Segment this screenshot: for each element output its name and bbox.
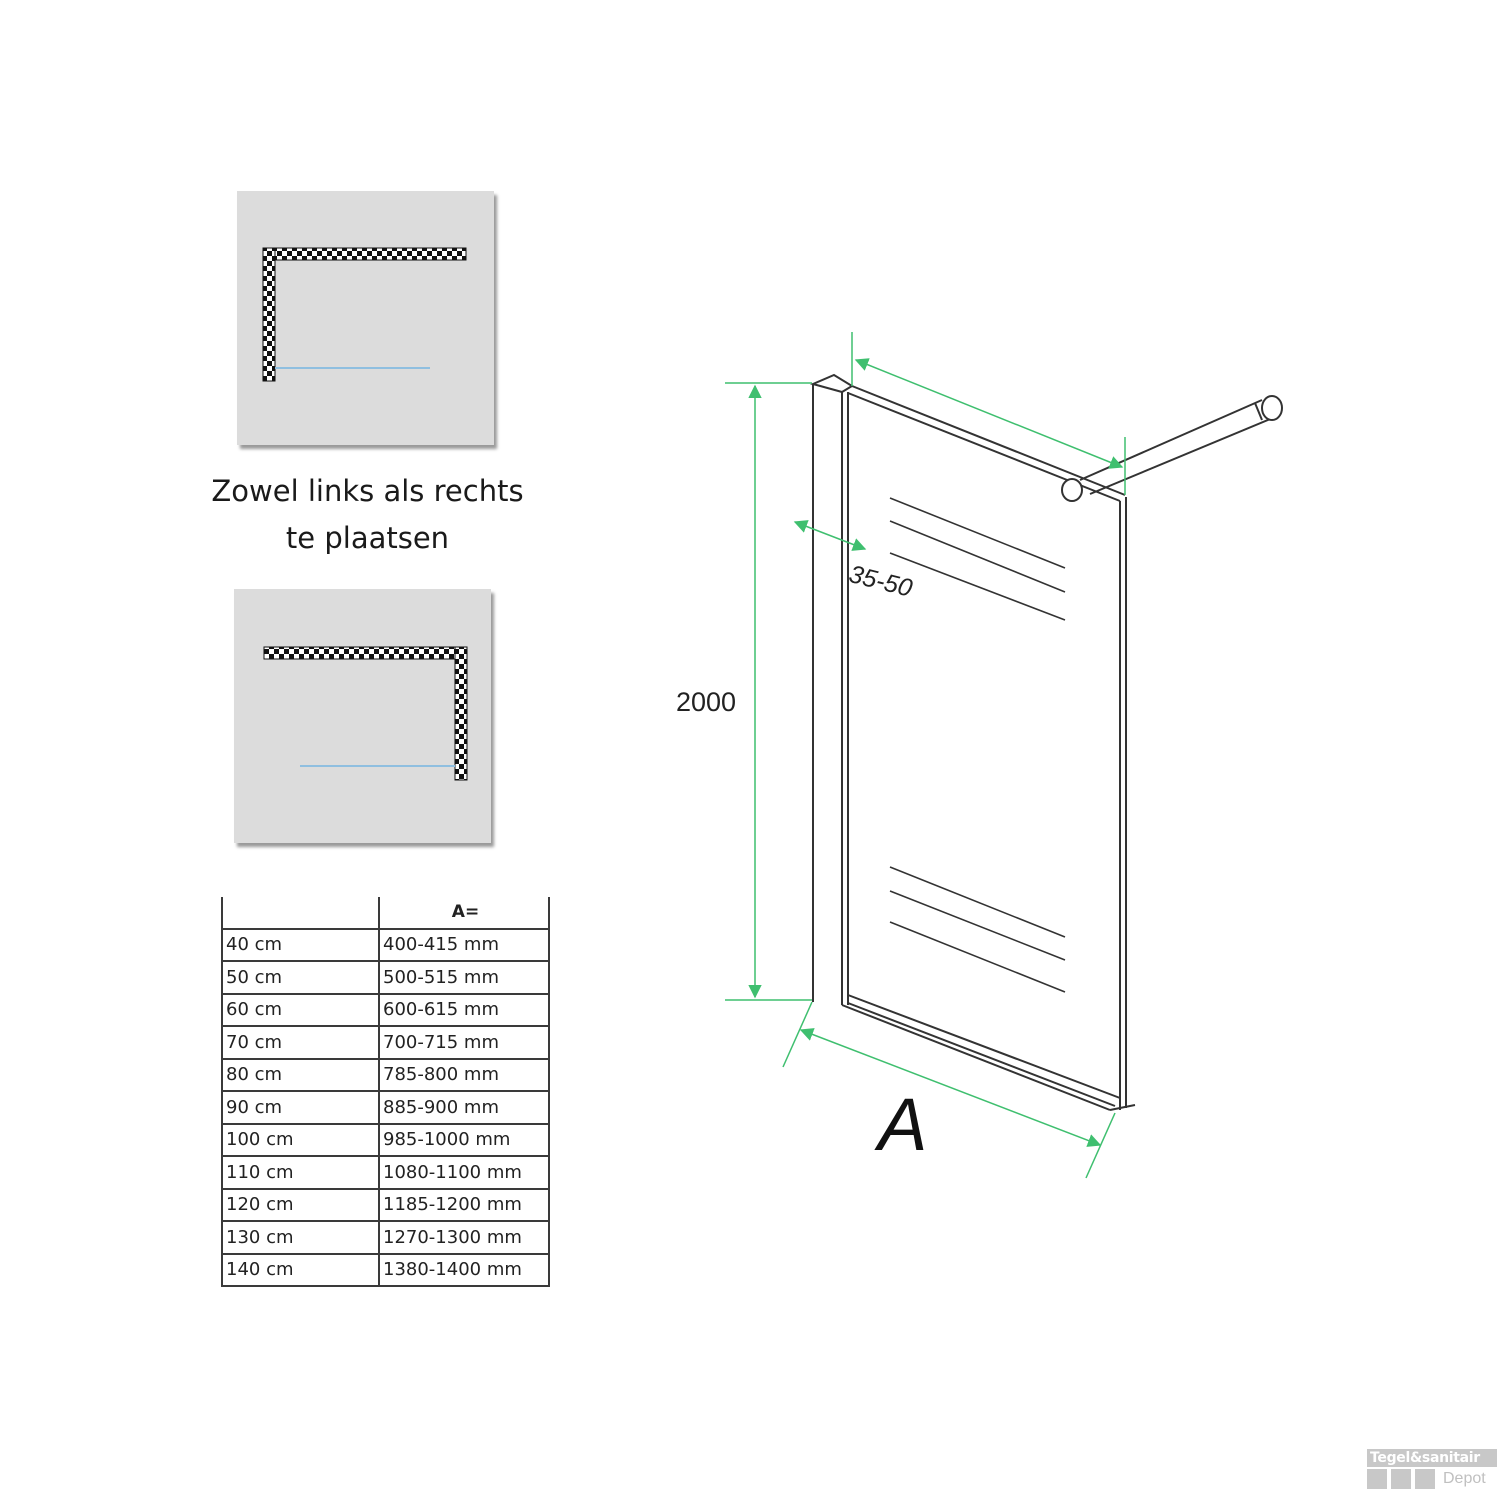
size-cell: 90 cm (221, 1090, 380, 1125)
size-cell: 70 cm (221, 1025, 380, 1060)
a-range-cell: 1270-1300 mm (378, 1220, 550, 1255)
wall-corner-right-icon (263, 646, 468, 781)
size-cell: 130 cm (221, 1220, 380, 1255)
wall-corner-left-icon (262, 247, 467, 382)
tile-icon (1391, 1469, 1411, 1489)
logo-depot-text: Depot (1443, 1470, 1486, 1487)
a-range-cell: 500-515 mm (378, 960, 550, 995)
dimension-lines (725, 332, 1126, 1179)
stabilizer-bar (1061, 395, 1283, 502)
a-range-cell: 400-415 mm (378, 927, 550, 962)
size-cell: 80 cm (221, 1057, 380, 1092)
size-cell: 140 cm (221, 1252, 380, 1287)
a-range-cell: 600-615 mm (378, 992, 550, 1027)
a-range-cell: 700-715 mm (378, 1025, 550, 1060)
size-cell: 100 cm (221, 1122, 380, 1157)
a-range-cell: 1080-1100 mm (378, 1155, 550, 1190)
wall-profile (809, 373, 854, 1005)
frosted-stripes-bottom (889, 866, 1066, 993)
size-cell: 40 cm (221, 927, 380, 962)
frosted-stripes-top (889, 497, 1066, 621)
placement-caption: Zowel links als rechts te plaatsen (170, 468, 565, 562)
a-range-cell: 885-900 mm (378, 1090, 550, 1125)
a-range-cell: 785-800 mm (378, 1057, 550, 1092)
a-range-cell: 1185-1200 mm (378, 1187, 550, 1222)
water-drop-icon (1367, 1469, 1387, 1489)
brand-logo: Tegel&sanitair Depot (1367, 1449, 1497, 1489)
size-cell: 50 cm (221, 960, 380, 995)
size-cell: 60 cm (221, 992, 380, 1027)
size-cell: 110 cm (221, 1155, 380, 1190)
plan-view-right-placement (234, 589, 491, 843)
width-dimension-label: A (878, 1083, 928, 1166)
caption-line-1: Zowel links als rechts (211, 474, 524, 508)
height-dimension-label: 2000 (676, 687, 737, 717)
tile-icon (1415, 1469, 1435, 1489)
a-range-cell: 985-1000 mm (378, 1122, 550, 1157)
a-range-cell: 1380-1400 mm (378, 1252, 550, 1287)
plan-view-left-placement (237, 191, 494, 445)
logo-brand-text: Tegel&sanitair (1367, 1449, 1497, 1467)
size-cell: 120 cm (221, 1187, 380, 1222)
caption-line-2: te plaatsen (285, 521, 450, 555)
